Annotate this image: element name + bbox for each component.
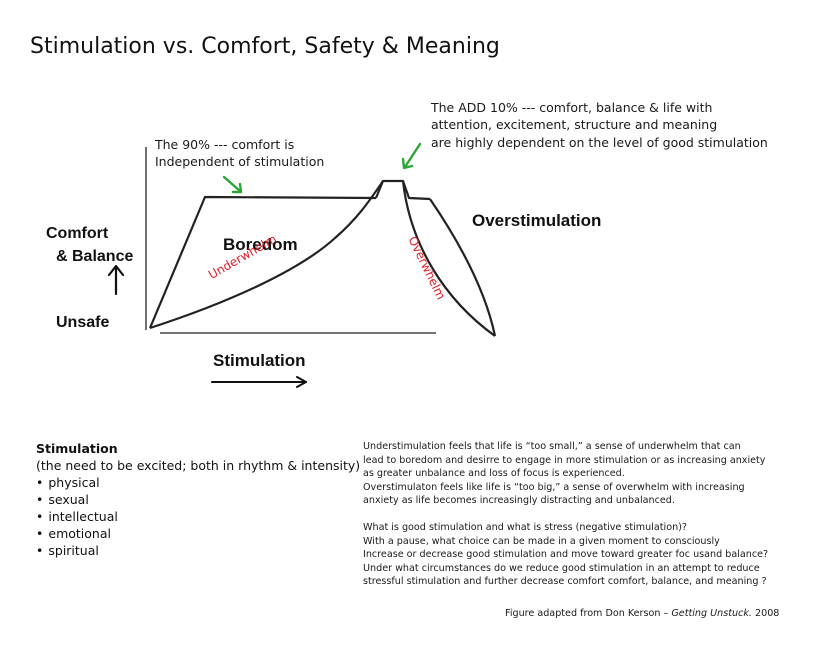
stimulation-axis-label: Stimulation (213, 351, 306, 370)
list-item: physical (36, 474, 360, 491)
comfort-label: Comfort (46, 225, 109, 242)
paragraph-line: anxiety as life becomes increasingly dis… (363, 495, 675, 507)
paragraph-line: Increase or decrease good stimulation an… (363, 549, 769, 561)
paragraph-line: stressful stimulation and further decrea… (363, 576, 767, 588)
note-ninety-line2: Independent of stimulation (155, 154, 325, 170)
list-item: sexual (36, 491, 360, 508)
paragraph-line: Understimulation feels that life is “too… (363, 441, 741, 452)
explanation-text: Understimulation feels that life is “too… (363, 440, 803, 589)
note-ninety-percent: The 90% --- comfort is Independent of st… (155, 136, 324, 171)
credit-year: 2008 (751, 608, 780, 619)
boredom-label: Boredom (223, 235, 298, 254)
list-item: intellectual (36, 508, 360, 525)
stimulation-heading: Stimulation (36, 441, 118, 456)
underwhelm-curve (149, 180, 384, 330)
green-arrow-peak (401, 142, 422, 170)
note-add-line1: The ADD 10% --- comfort, balance & life … (431, 100, 713, 115)
note-add-line2: attention, excitement, structure and mea… (431, 117, 718, 133)
figure-credit: Figure adapted from Don Kerson – Getting… (505, 608, 779, 619)
comfort-curve-left (148, 195, 377, 329)
paragraph-line: Overstimulaton feels like life is “too b… (363, 481, 745, 493)
paragraph-line: lead to boredom and desirre to engage in… (363, 454, 766, 466)
up-arrow-icon (107, 264, 125, 296)
paragraph-line: What is good stimulation and what is str… (363, 521, 687, 533)
overwhelm-curve-outer (429, 198, 497, 337)
note-add-ten-percent: The ADD 10% --- comfort, balance & life … (431, 99, 768, 151)
unsafe-label: Unsafe (56, 314, 110, 331)
paragraph-line: Under what circumstances do we reduce go… (363, 562, 760, 574)
page-title: Stimulation vs. Comfort, Safety & Meanin… (30, 34, 500, 59)
stimulation-list-block: Stimulation (the need to be excited; bot… (36, 440, 360, 559)
credit-prefix: Figure adapted from Don Kerson – (505, 608, 672, 619)
balance-label: & Balance (56, 248, 134, 265)
overwhelm-curve-inner (401, 180, 496, 337)
note-add-line3: are highly dependent on the level of goo… (431, 134, 768, 150)
list-item: spiritual (36, 542, 360, 559)
overstimulation-label: Overstimulation (472, 211, 602, 230)
stimulation-subtitle: (the need to be excited; both in rhythm … (36, 458, 361, 473)
stimulation-list: physical sexual intellectual emotional s… (36, 474, 360, 559)
paragraph-line: as greater unbalance and loss of focus i… (363, 468, 625, 480)
right-arrow-icon (211, 376, 307, 388)
paragraph-line: With a pause, what choice can be made in… (363, 535, 720, 547)
green-arrow-plateau (222, 175, 243, 194)
list-item: emotional (36, 525, 360, 542)
comfort-balance-label: Comfort & Balance (46, 222, 133, 268)
note-ninety-line1: The 90% --- comfort is (155, 137, 295, 152)
credit-work: Getting Unstuck. (671, 608, 752, 619)
